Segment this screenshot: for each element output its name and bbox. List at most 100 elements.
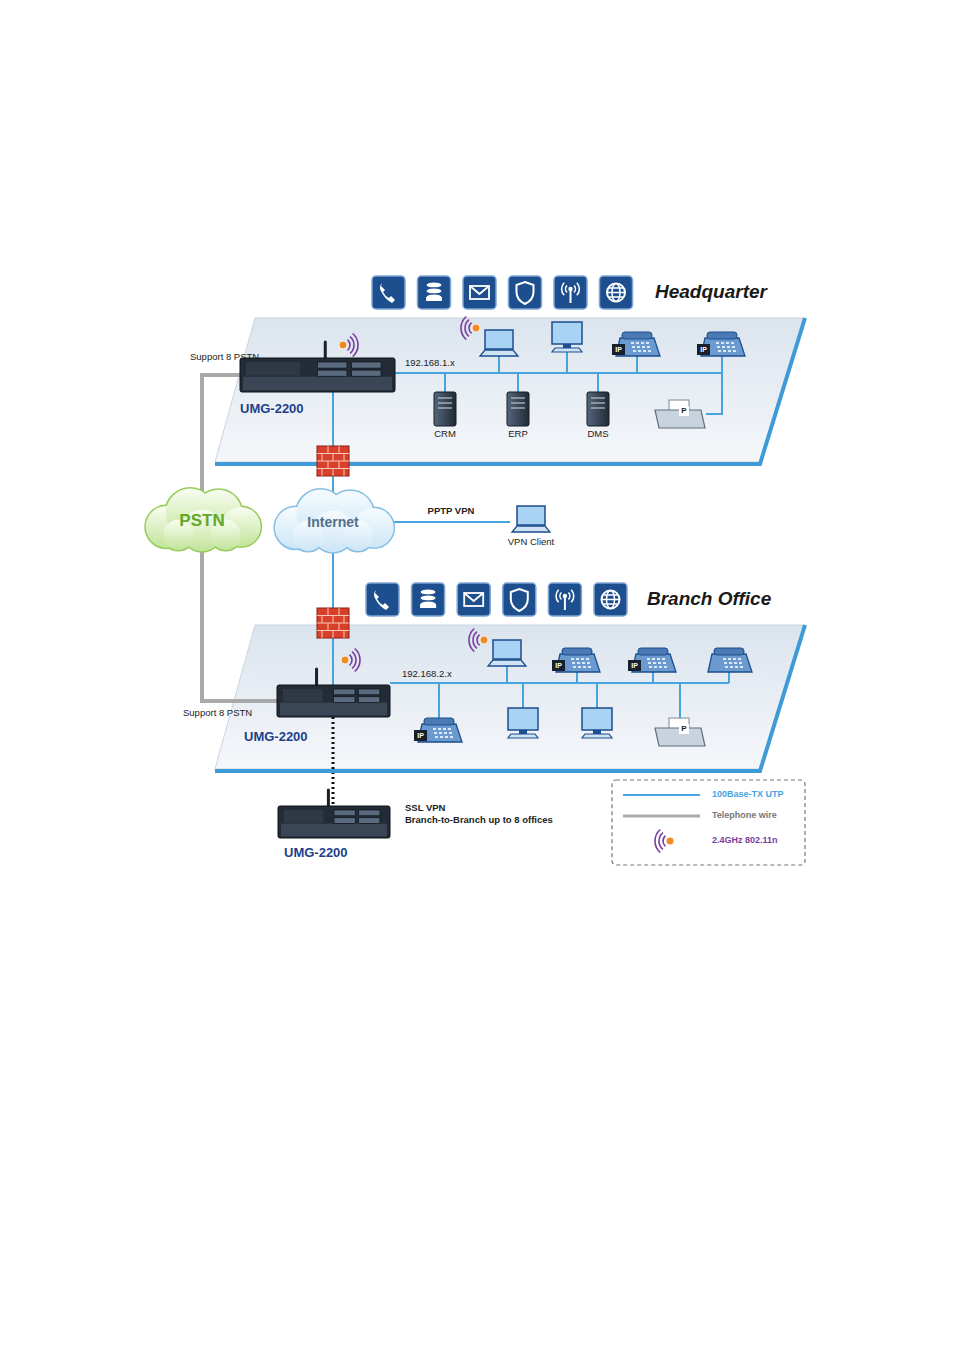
- icon-tile: [463, 276, 496, 309]
- ip-badge-text: IP: [552, 660, 565, 671]
- icon-tile: [418, 276, 451, 309]
- network-link: [332, 392, 334, 496]
- server-slot: [591, 407, 605, 408]
- shield-glyph: [511, 589, 528, 611]
- ip-phone-key: [581, 658, 584, 660]
- wireless-signal: [477, 635, 480, 646]
- legend-wireless-sample: [666, 837, 674, 845]
- telephone-wire: [202, 375, 240, 496]
- legend-wireless-sample: [663, 836, 666, 847]
- ip-phone-key: [573, 666, 576, 668]
- antenna: [315, 669, 318, 687]
- drive-bay: [318, 370, 347, 376]
- service-icon: [509, 276, 542, 309]
- server-tower: [507, 392, 529, 426]
- firewall-brick-line: [322, 454, 323, 462]
- icon-tile: [554, 276, 587, 309]
- ip-phone-key: [662, 658, 665, 660]
- ip-phone-key: [448, 728, 451, 730]
- ip-phone-key: [435, 736, 438, 738]
- service-icon: [503, 583, 536, 616]
- wireless-signal: [480, 636, 488, 644]
- ip-phone-key: [449, 732, 452, 734]
- ip-phone-key: [726, 342, 729, 344]
- firewall-brick-line: [344, 631, 345, 639]
- lan-cable: [652, 672, 654, 683]
- ssl-vpn-link: [332, 717, 335, 806]
- gateway-device: UMG-2200: [240, 358, 395, 392]
- ip-phone-key: [733, 350, 736, 352]
- wireless-signal: [473, 632, 477, 649]
- vpn-client-laptop: VPN Client: [510, 506, 552, 534]
- wireless-signal: [469, 323, 472, 334]
- note-label: 192.168.2.x: [402, 669, 452, 680]
- globe-glyph: [602, 591, 620, 609]
- wireless-signal: [355, 649, 360, 672]
- database-glyph: [420, 604, 436, 608]
- ip-phone-key: [654, 666, 657, 668]
- drive-bay: [334, 689, 355, 695]
- device-label: UMG-2200: [284, 846, 348, 861]
- monitor-base: [552, 348, 582, 352]
- ip-phone-key: [647, 346, 650, 348]
- firewall-brick-line: [333, 616, 334, 624]
- gateway-device-shape: [278, 806, 390, 838]
- ip-phone-key: [649, 666, 652, 668]
- ip-phone-key: [578, 666, 581, 668]
- wireless-signal: [469, 629, 474, 652]
- legend-text: 2.4GHz 802.11n: [712, 835, 778, 845]
- ip-phone-key: [647, 658, 650, 660]
- ip-badge-text: IP: [414, 730, 427, 741]
- lan-cable: [679, 683, 681, 720]
- ip-phone-key: [735, 666, 738, 668]
- wireless-signal: [350, 337, 354, 354]
- database-glyph: [426, 297, 442, 301]
- note-label: Support 8 PSTN: [190, 352, 259, 363]
- telephone-wire: [202, 546, 277, 701]
- mail-glyph: [464, 593, 483, 606]
- site-title: Branch Office: [647, 588, 771, 610]
- ip-phone-key: [657, 658, 660, 660]
- database-glyph: [426, 294, 442, 300]
- legend-wireless-sample: [659, 833, 663, 850]
- database-glyph: [426, 288, 442, 294]
- ip-phone-key: [732, 346, 735, 348]
- server-slot: [511, 397, 525, 398]
- server-icon-shape: [432, 392, 458, 426]
- lan-cable: [636, 356, 638, 373]
- ip-badge-text: IP: [628, 660, 641, 671]
- wireless-signal: [353, 334, 358, 357]
- service-icon: [457, 583, 490, 616]
- laptop-base: [512, 526, 550, 532]
- antenna: [324, 342, 327, 360]
- service-icon: [463, 276, 496, 309]
- firewall-brick-line: [333, 454, 334, 462]
- ip-phone-key: [738, 658, 741, 660]
- legend-text: 100Base-TX UTP: [712, 789, 784, 799]
- ip-badge-text: IP: [697, 344, 710, 355]
- lan-cable: [506, 666, 508, 683]
- ip-phone-key: [439, 732, 442, 734]
- note-label: SSL VPN: [405, 803, 445, 814]
- monitor: [508, 708, 538, 730]
- ip-phone-key: [646, 342, 649, 344]
- database-glyph: [420, 595, 436, 601]
- note-label: Branch-to-Branch up to 8 offices: [405, 815, 553, 826]
- lan-cable: [576, 672, 578, 683]
- icon-tile: [457, 583, 490, 616]
- note-label: Support 8 PSTN: [183, 708, 252, 719]
- ip-phone-key: [728, 658, 731, 660]
- device-label: VPN Client: [508, 537, 554, 548]
- firewall-brick-line: [328, 623, 329, 631]
- wireless-signal: [465, 320, 469, 337]
- ip-phone-key: [648, 662, 651, 664]
- ip-phone-key: [652, 658, 655, 660]
- drive-bay: [352, 362, 381, 368]
- database-glyph: [420, 589, 436, 595]
- wireless-signal: [352, 652, 356, 669]
- network-link: [395, 373, 598, 392]
- ip-phone-key: [577, 662, 580, 664]
- lan-cable: [438, 683, 440, 718]
- lan-cable: [498, 356, 500, 373]
- mail-glyph: [470, 286, 489, 294]
